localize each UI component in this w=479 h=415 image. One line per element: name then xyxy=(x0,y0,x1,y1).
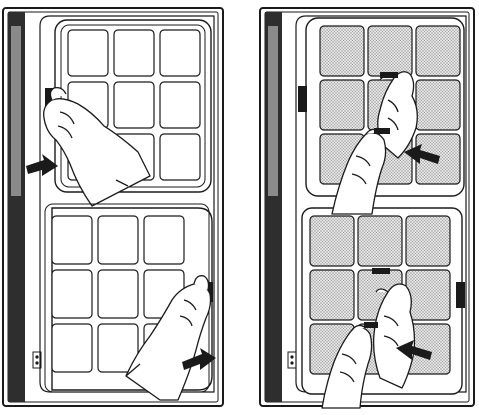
filter-pull-tab xyxy=(364,322,378,328)
filter-pull-tab xyxy=(380,72,398,78)
latch-icon xyxy=(298,86,307,112)
filter-pull-tab xyxy=(374,128,390,134)
connector-icon xyxy=(288,352,296,368)
right-panel xyxy=(260,8,474,408)
latch-icon xyxy=(456,282,465,308)
filter-pull-tab xyxy=(372,268,390,274)
left-panel xyxy=(3,8,223,406)
